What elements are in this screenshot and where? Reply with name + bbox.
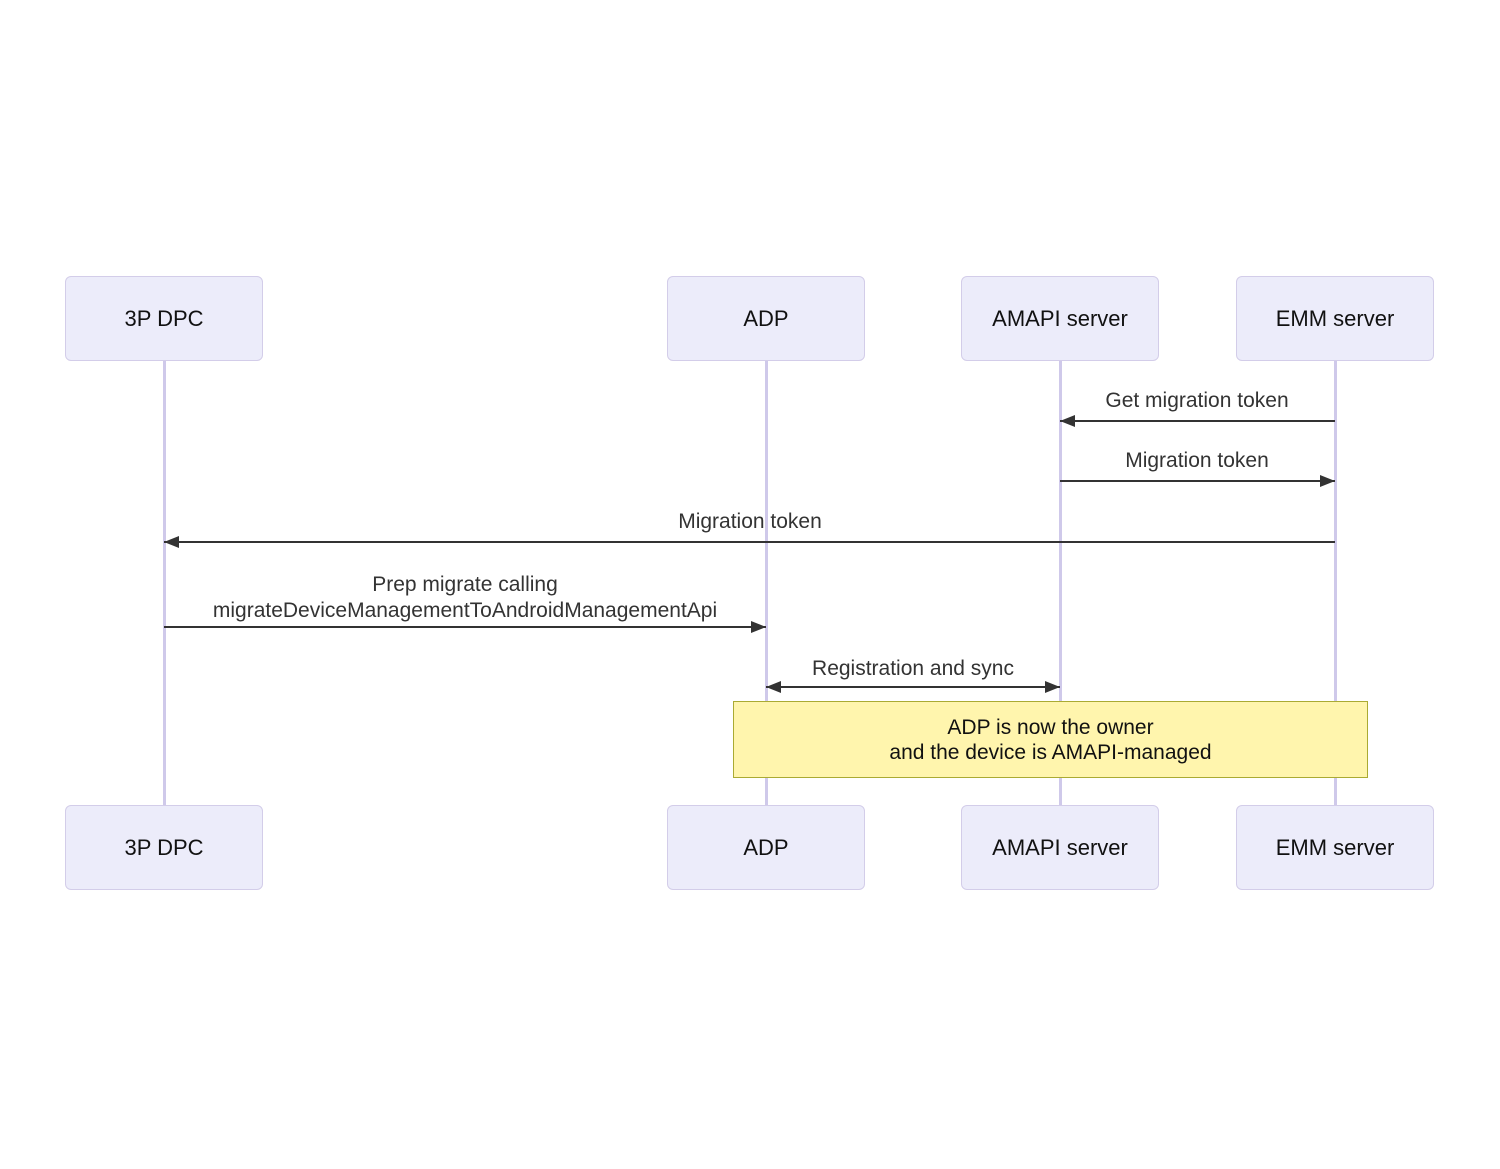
arrowhead-right-icon — [1320, 475, 1335, 487]
arrowhead-left-icon — [164, 536, 179, 548]
message-arrow-registration-and-sync — [766, 681, 1060, 693]
arrowhead-left-icon — [1060, 415, 1075, 427]
actor-label: EMM server — [1275, 834, 1395, 860]
lifeline-emm-server — [1334, 360, 1337, 806]
message-label-get-migration-token: Get migration token — [1105, 389, 1289, 412]
message-label-migration-token-to-dpc: Migration token — [678, 510, 822, 533]
actor-label: ADP — [743, 305, 789, 331]
message-label-prep-migrate: Prep migrate calling migrateDeviceManage… — [213, 572, 717, 624]
actor-top-emm-server: EMM server — [1236, 276, 1434, 361]
message-arrow-migration-token-to-dpc — [164, 536, 1335, 548]
message-label-registration-and-sync: Registration and sync — [812, 657, 1014, 680]
lifeline-adp — [765, 360, 768, 806]
message-label-line2: migrateDeviceManagementToAndroidManageme… — [212, 599, 718, 622]
message-label-line1: Prep migrate calling — [372, 573, 558, 596]
note-text-line1: ADP is now the owner — [947, 715, 1154, 739]
actor-label: 3P DPC — [124, 305, 204, 331]
actor-top-amapi-server: AMAPI server — [961, 276, 1159, 361]
actor-label: EMM server — [1275, 305, 1395, 331]
actor-bottom-emm-server: EMM server — [1236, 805, 1434, 890]
arrowhead-left-icon — [766, 681, 781, 693]
actor-label: AMAPI server — [992, 305, 1128, 331]
lifeline-3p-dpc — [163, 360, 166, 806]
actor-top-adp: ADP — [667, 276, 865, 361]
arrowhead-right-icon — [751, 621, 766, 633]
note-text-line2: and the device is AMAPI-managed — [889, 740, 1212, 764]
message-arrow-prep-migrate — [164, 621, 766, 633]
message-label-migration-token: Migration token — [1125, 449, 1269, 472]
actor-bottom-3p-dpc: 3P DPC — [65, 805, 263, 890]
message-arrow-get-migration-token — [1060, 415, 1335, 427]
note-box: ADP is now the owner and the device is A… — [733, 701, 1368, 778]
actor-bottom-amapi-server: AMAPI server — [961, 805, 1159, 890]
actor-label: ADP — [743, 834, 789, 860]
message-arrow-migration-token — [1060, 475, 1335, 487]
lifeline-amapi-server — [1059, 360, 1062, 806]
actor-bottom-adp: ADP — [667, 805, 865, 890]
actor-label: 3P DPC — [124, 834, 204, 860]
actor-label: AMAPI server — [992, 834, 1128, 860]
actor-top-3p-dpc: 3P DPC — [65, 276, 263, 361]
arrowhead-right-icon — [1045, 681, 1060, 693]
